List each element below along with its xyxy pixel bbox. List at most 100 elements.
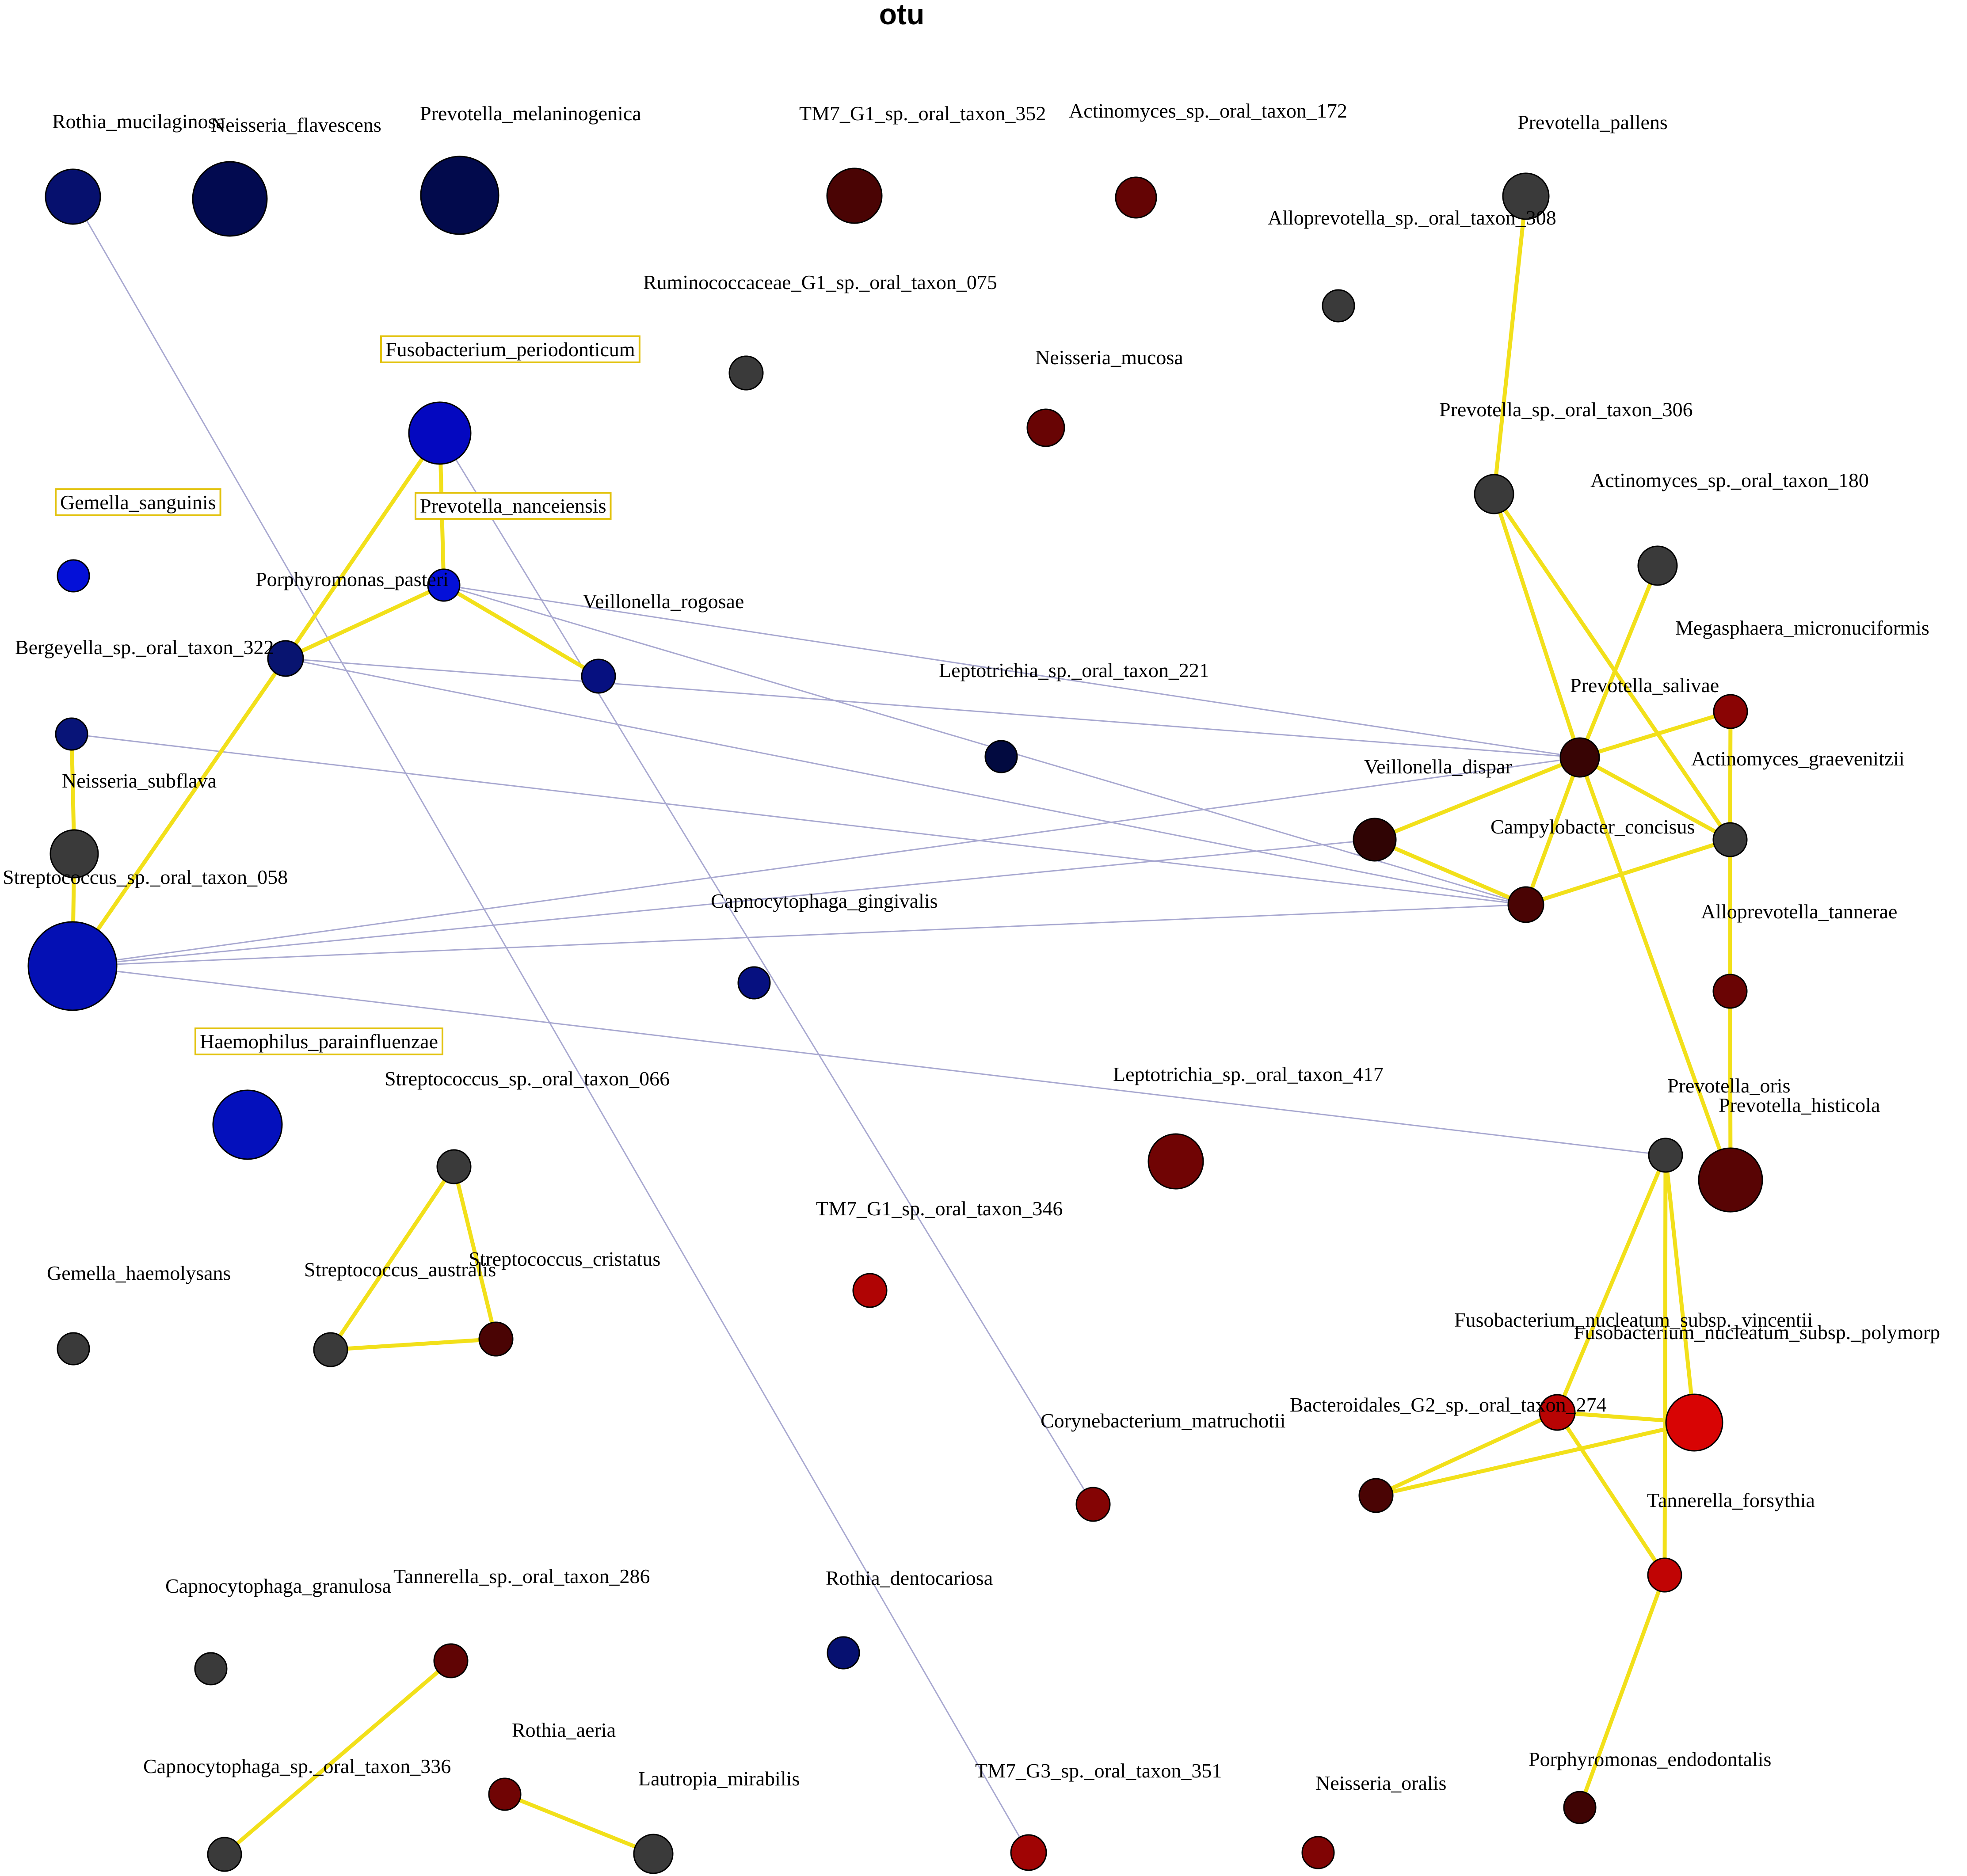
node-label: Streptococcus_cristatus: [469, 1248, 660, 1270]
node[interactable]: [488, 1777, 522, 1811]
node[interactable]: [1358, 1478, 1394, 1513]
node[interactable]: [1301, 1836, 1335, 1869]
node[interactable]: [45, 168, 101, 225]
node[interactable]: [852, 1273, 888, 1308]
node-label: Corynebacterium_matruchotii: [1041, 1409, 1285, 1432]
node[interactable]: [436, 1149, 472, 1184]
node-label: Ruminococcaceae_G1_sp._oral_taxon_075: [643, 271, 997, 293]
node[interactable]: [1502, 172, 1550, 220]
positive-edge: [1662, 1153, 1668, 1577]
node[interactable]: [1698, 1147, 1763, 1213]
node[interactable]: [1010, 1834, 1047, 1871]
node[interactable]: [267, 640, 304, 677]
node-label: Prevotella_oris: [1667, 1074, 1791, 1097]
node-label: Tannerella_forsythia: [1647, 1489, 1815, 1511]
node-label: Streptococcus_australis: [304, 1258, 496, 1281]
node[interactable]: [192, 161, 268, 237]
node-labels: Rothia_mucilaginosaNeisseria_flavescensP…: [3, 99, 1940, 1794]
node[interactable]: [478, 1321, 514, 1357]
node[interactable]: [57, 1332, 90, 1366]
node[interactable]: [1559, 737, 1600, 778]
node[interactable]: [728, 355, 764, 391]
node[interactable]: [1712, 822, 1748, 857]
node-label: Actinomyces_sp._oral_taxon_172: [1069, 99, 1347, 122]
positive-edge: [1372, 837, 1528, 907]
negative-edge: [443, 584, 1581, 758]
node[interactable]: [1713, 694, 1748, 729]
node[interactable]: [633, 1834, 674, 1874]
node-label: Prevotella_histicola: [1719, 1094, 1880, 1116]
positive-edge: [70, 656, 288, 968]
node-label: Campylobacter_concisus: [1490, 815, 1695, 838]
node[interactable]: [57, 559, 90, 593]
node-label: Tannerella_sp._oral_taxon_286: [393, 1565, 650, 1587]
positive-edge: [1578, 563, 1660, 760]
negative-edge: [71, 733, 1527, 906]
node[interactable]: [427, 568, 461, 602]
node[interactable]: [1115, 176, 1157, 219]
node-label: Capnocytophaga_gingivalis: [711, 890, 938, 912]
node[interactable]: [50, 829, 99, 879]
positive-edge: [1578, 755, 1732, 842]
node[interactable]: [433, 1643, 469, 1678]
node[interactable]: [984, 740, 1018, 773]
positive-edge: [1372, 755, 1582, 842]
node[interactable]: [27, 921, 118, 1011]
node[interactable]: [581, 658, 616, 694]
diagram-title: otu: [879, 0, 925, 30]
node[interactable]: [1563, 1791, 1597, 1824]
node-label: Capnocytophaga_sp._oral_taxon_336: [143, 1755, 451, 1777]
node-label: Rothia_aeria: [512, 1719, 616, 1741]
positive-edge: [328, 1164, 456, 1352]
node[interactable]: [420, 156, 499, 235]
node-label: Gemella_sanguinis: [60, 491, 216, 514]
node[interactable]: [1712, 974, 1748, 1009]
node[interactable]: [55, 717, 88, 751]
negative-edge: [72, 839, 1376, 967]
node[interactable]: [212, 1089, 283, 1160]
node-label: Rothia_mucilaginosa: [52, 110, 225, 133]
node-label: Alloprevotella_tannerae: [1701, 900, 1897, 923]
node[interactable]: [1507, 886, 1544, 923]
highlight-boxes: [55, 335, 640, 1055]
node[interactable]: [1665, 1393, 1723, 1452]
node-label: Veillonella_rogosae: [583, 590, 744, 613]
positive-edge: [328, 1337, 498, 1352]
node-label: TM7_G1_sp._oral_taxon_352: [799, 102, 1046, 125]
node[interactable]: [194, 1652, 228, 1686]
node[interactable]: [827, 1636, 860, 1670]
node-label: Prevotella_melaninogenica: [420, 102, 641, 125]
node[interactable]: [1637, 545, 1678, 586]
node-label: Actinomyces_sp._oral_taxon_180: [1590, 469, 1869, 491]
positive-edge: [452, 1164, 498, 1341]
node[interactable]: [1026, 408, 1065, 447]
node[interactable]: [207, 1837, 242, 1872]
positive-edge: [1524, 755, 1582, 907]
negative-edges: [71, 196, 1666, 1853]
label-highlight-box: [415, 492, 612, 520]
positive-edge: [1524, 837, 1732, 907]
positive-edge: [1578, 709, 1733, 760]
node[interactable]: [1353, 818, 1397, 862]
node[interactable]: [408, 401, 472, 465]
node[interactable]: [1539, 1394, 1576, 1431]
node[interactable]: [313, 1332, 348, 1367]
node-label: TM7_G3_sp._oral_taxon_351: [975, 1759, 1222, 1782]
node-label: Gemella_haemolysans: [47, 1262, 231, 1284]
node[interactable]: [1075, 1487, 1111, 1522]
node[interactable]: [1147, 1133, 1204, 1190]
positive-edge: [1492, 492, 1732, 842]
node-label: Streptococcus_sp._oral_taxon_066: [385, 1067, 670, 1090]
positive-edge: [1578, 755, 1733, 1182]
node[interactable]: [737, 966, 771, 1000]
node[interactable]: [826, 167, 883, 224]
node[interactable]: [1474, 474, 1514, 514]
node[interactable]: [1322, 289, 1355, 323]
negative-edge: [72, 904, 1527, 967]
positive-edge: [1374, 1420, 1696, 1498]
node[interactable]: [1648, 1138, 1683, 1173]
negative-edge: [285, 658, 1527, 906]
node[interactable]: [1647, 1557, 1682, 1593]
